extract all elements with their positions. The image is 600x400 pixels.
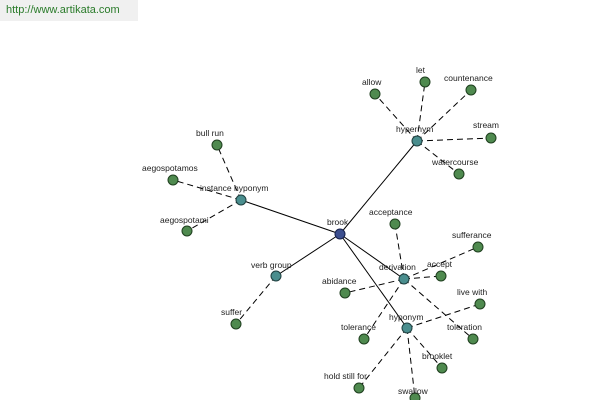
word-label-bull-run: bull run [196,128,224,138]
relation-node-verb-group[interactable] [270,270,282,282]
edge-brook-verb-group [275,233,341,277]
relation-label-instance-hyponym: instance hyponym [200,183,269,193]
word-label-sufferance: sufferance [452,230,492,240]
edge-derivation-accept [403,275,442,280]
edge-hyponym-swallow [406,327,416,399]
word-node-stream[interactable] [485,132,497,144]
edge-brook-hyponym [339,233,408,329]
relation-node-instance-hyponym[interactable] [235,194,247,206]
word-label-watercourse: watercourse [431,157,479,167]
word-node-live-with[interactable] [474,298,486,310]
edge-brook-instance-hyponym [240,199,341,235]
word-node-sufferance[interactable] [472,241,484,253]
relation-label-derivation: derivation [379,262,416,272]
relation-node-hypernym[interactable] [411,135,423,147]
word-node-countenance[interactable] [465,84,477,96]
edge-instance-hyponym-aegospotami [186,199,242,232]
word-node-accept[interactable] [435,270,447,282]
root-node-brook[interactable] [334,228,346,240]
edge-verb-group-suffer [235,275,277,325]
word-label-toleration: toleration [447,322,482,332]
edges-layer [172,81,492,399]
word-node-tolerance[interactable] [358,333,370,345]
relation-label-hyponym: hyponym [389,312,424,322]
word-label-brooklet: brooklet [422,351,453,361]
relation-node-hyponym[interactable] [401,322,413,334]
edge-derivation-sufferance [403,246,479,280]
nodes-layer [167,76,497,400]
labels-layer: brook instance hyponym hypernym verb group d… [142,65,499,396]
site-url-link[interactable]: http://www.artikata.com [0,0,138,21]
word-label-allow: allow [362,77,382,87]
word-node-suffer[interactable] [230,318,242,330]
word-label-aegospotamos: aegospotamos [142,163,198,173]
word-node-hold-still-for[interactable] [353,382,365,394]
relation-label-hypernym: hypernym [396,124,433,134]
word-node-bull-run[interactable] [211,139,223,151]
word-node-brooklet[interactable] [436,362,448,374]
edge-hypernym-allow [374,93,418,142]
edge-brook-hypernym [339,140,418,235]
word-label-hold-still-for: hold still for [324,371,367,381]
word-node-allow[interactable] [369,88,381,100]
edge-hypernym-watercourse [416,140,460,175]
word-label-tolerance: tolerance [341,322,376,332]
edge-hyponym-hold-still-for [358,327,408,389]
word-label-suffer: suffer [221,307,242,317]
word-label-stream: stream [473,120,499,130]
word-label-acceptance: acceptance [369,207,413,217]
word-node-aegospotami[interactable] [181,225,193,237]
word-label-live-with: live with [457,287,488,297]
edge-derivation-toleration [403,278,474,340]
edge-brook-derivation [339,233,405,280]
word-label-countenance: countenance [444,73,493,83]
word-label-let: let [416,65,426,75]
edge-hypernym-stream [416,137,492,142]
word-node-aegospotamos[interactable] [167,174,179,186]
word-node-abidance[interactable] [339,287,351,299]
word-label-swallow: swallow [398,386,429,396]
relation-node-derivation[interactable] [398,273,410,285]
relation-label-verb-group: verb group [251,260,292,270]
edge-instance-hyponym-aegospotamos [172,179,242,201]
word-label-abidance: abidance [322,276,357,286]
word-node-swallow[interactable] [409,392,421,400]
edge-hypernym-countenance [416,89,472,142]
edge-derivation-tolerance [363,278,405,340]
word-label-accept: accept [427,259,453,269]
edge-derivation-abidance [344,278,405,294]
edge-instance-hyponym-bull-run [216,144,242,201]
edge-hyponym-brooklet [406,327,443,369]
word-node-watercourse[interactable] [453,168,465,180]
word-node-acceptance[interactable] [389,218,401,230]
word-node-toleration[interactable] [467,333,479,345]
word-label-aegospotami: aegospotami [160,215,209,225]
edge-hyponym-live-with [406,303,481,329]
word-node-let[interactable] [419,76,431,88]
root-label-brook: brook [327,217,349,227]
